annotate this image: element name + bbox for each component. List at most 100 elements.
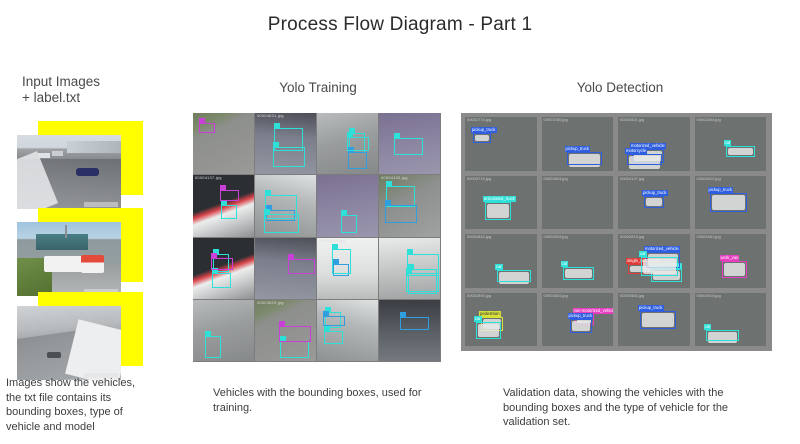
detection-bounding-box [485,201,511,220]
detection-tile-filename: 00003780.jpg [543,117,568,122]
training-bounding-box [205,335,221,358]
training-bounding-box [211,257,233,270]
detection-bounding-box [566,152,602,165]
detection-bounding-box [709,192,747,212]
training-bounding-box [221,205,237,220]
detection-bounding-box [641,257,678,276]
detected-vehicle [487,203,509,218]
training-tile-filename: 00004139.jpg [381,175,408,181]
detection-bounding-box [562,267,594,280]
detection-class-label: pickup_truck [638,304,664,311]
training-tile: 00004139.jpg [379,175,440,237]
detection-tile-filename: 00003804.jpg [543,175,568,181]
training-bounding-box [333,263,349,276]
detection-tile[interactable]: 00003804.jpg [541,175,613,229]
training-bounding-box [280,340,309,358]
training-bounding-box [386,186,415,208]
detection-tile-filename: 00002819.jpg [620,234,645,239]
training-class-chip [323,310,329,316]
training-tile [317,175,378,237]
column-heading-input: Input Images + label.txt [22,74,100,106]
detected-vehicle [723,263,745,276]
bus-depot-frame[interactable] [17,222,121,296]
page-title: Process Flow Diagram - Part 1 [267,14,533,35]
training-class-chip [324,325,330,331]
training-class-chip [407,248,413,254]
vehicle [47,351,61,358]
training-bounding-box [273,147,305,167]
training-class-chip [221,200,227,206]
detection-bounding-box [476,321,501,339]
training-tile [379,299,440,361]
training-bounding-box [394,138,423,155]
detection-class-label: articulated_truck [483,195,516,202]
detected-vehicle [711,194,745,210]
training-class-chip [394,133,400,138]
detection-tile-filename: 00003834.jpg [543,292,568,298]
highway-snow-frame[interactable] [17,135,121,209]
training-tile-filename: 00004137.jpg [195,175,222,181]
detected-vehicle [475,135,489,141]
detection-bounding-box [473,133,491,143]
training-tile [317,113,378,175]
training-class-chip [213,248,219,254]
training-tile [193,299,254,361]
detection-class-label: pickup_truck [567,312,594,319]
training-bounding-box [323,315,345,326]
training-tile: 00004631.jpg [255,113,316,175]
training-class-chip [325,306,331,312]
training-bounding-box [325,311,341,328]
training-bounding-box [213,253,229,272]
training-class-chip [341,210,347,216]
training-tile: 00005414.jpg [317,237,378,299]
timestamp-overlay [84,373,118,378]
training-class-chip [348,147,354,152]
detection-tile-filename: 00002815.jpg [543,234,568,239]
training-class-chip [205,330,211,336]
detected-vehicle [727,148,753,155]
training-bounding-box [400,316,429,330]
detection-tile[interactable]: 00003780.jpg pickup_truck [541,117,613,171]
detection-tile[interactable]: 00002819.jpgsingle_unit_truckarticulated… [618,234,690,288]
training-mosaic-panel[interactable]: 00004631.jpg 00004137.jpg 00004139.jpg 0000… [193,113,441,362]
training-class-chip [264,209,270,215]
training-class-chip [220,185,226,191]
training-bounding-box [288,258,315,274]
detection-class-label: pedestrian [479,310,501,317]
training-class-chip [266,205,272,211]
detection-tile-filename: 00002844.jpg [696,117,721,122]
training-bounding-box [324,330,343,344]
detection-class-label: car [495,264,503,270]
detection-class-label: pickup_truck [707,186,734,193]
detection-tile-filename: 00004961.jpg [696,234,721,239]
timestamp-overlay [84,289,118,294]
timestamp-overlay [84,202,118,207]
detection-class-label: work_van [719,255,740,261]
detection-tile-filename: 00004137.jpg [620,175,645,181]
training-bounding-box [332,248,351,274]
detection-bounding-box [725,146,755,157]
detection-tile-filename: 00004919.jpg [696,292,721,298]
vehicle [52,151,63,156]
caption-training: Vehicles with the bounding boxes, used f… [213,387,422,414]
winter-road-frame[interactable] [17,306,121,380]
detection-bounding-box [705,329,739,341]
training-class-chip [386,181,392,187]
column-heading-detection: Yolo Detection [576,80,664,95]
detection-tile[interactable]: 00004961.jpg work_van [694,234,766,288]
detection-class-label: pickup_truck [564,146,591,152]
